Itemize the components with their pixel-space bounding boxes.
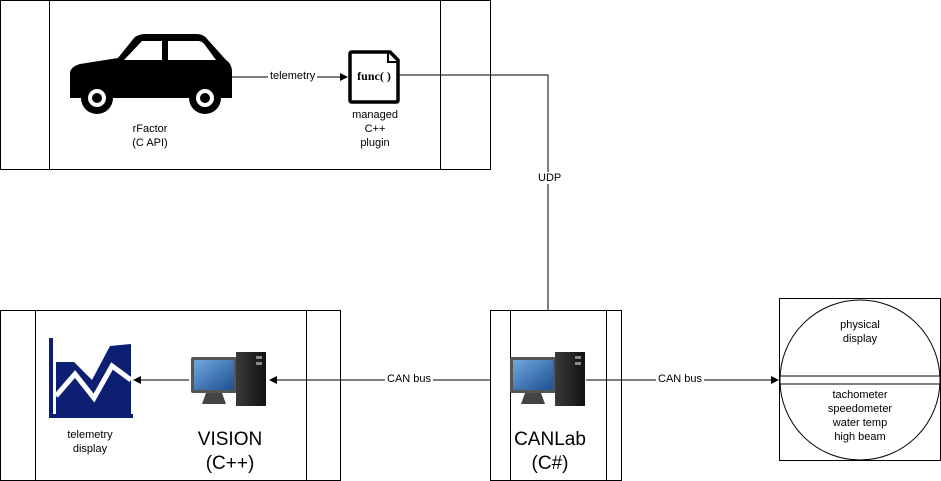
chart-icon [49, 338, 133, 418]
vision-label: VISION (C++) [197, 429, 263, 474]
edge-label-can-left: CAN bus [385, 373, 434, 385]
rfactor-label: rFactor (C API) [132, 123, 168, 149]
edge-label-telemetry: telemetry [268, 70, 318, 82]
computer-icon-vision [191, 352, 266, 406]
computer-icon-canlab [510, 352, 585, 406]
physical-display-bottom-label: tachometer speedometer water temp high b… [827, 389, 893, 443]
edge-label-udp: UDP [536, 172, 564, 184]
func-icon: func( ) [348, 50, 400, 104]
car-icon [70, 34, 232, 114]
physical-display-top-label: physical display [840, 319, 880, 345]
canlab-label: CANLab (C#) [514, 429, 586, 474]
edge-label-can-right: CAN bus [656, 373, 705, 385]
edge-udp [399, 74, 552, 339]
plugin-label: managed C++ plugin [352, 109, 398, 149]
physical-display-shape [779, 298, 941, 461]
func-icon-text: func( ) [357, 69, 391, 83]
telemetry-display-label: telemetry display [67, 429, 113, 455]
